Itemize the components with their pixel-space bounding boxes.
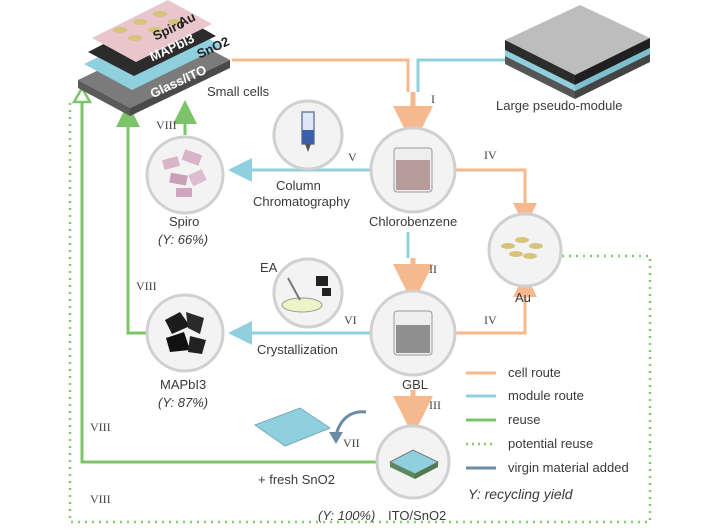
mapbi3-yield: (Y: 87%) — [158, 395, 209, 410]
chlorobenzene-label: Chlorobenzene — [369, 214, 458, 229]
column-label: Column — [276, 178, 321, 193]
large-module-device — [505, 5, 650, 99]
large-module-label: Large pseudo-module — [496, 98, 623, 113]
small-cells-label: Small cells — [207, 84, 270, 99]
chromatography-label: Chromatography — [253, 194, 350, 209]
legend-potential-reuse: potential reuse — [508, 436, 594, 451]
crystallization-label: Crystallization — [257, 342, 338, 357]
ito-yield: (Y: 100%) — [318, 508, 376, 523]
small-cell-device — [78, 0, 230, 116]
module-route-large-module — [416, 58, 505, 92]
chlorobenzene-node — [369, 126, 457, 214]
step-II: II — [429, 262, 437, 276]
spiro-node — [145, 135, 225, 215]
step-VIII-mapbi3: VIII — [136, 279, 157, 293]
legend-virgin-material: virgin material added — [508, 460, 629, 475]
legend-note: Y: recycling yield — [468, 486, 573, 502]
step-IV-bottom: IV — [484, 313, 497, 327]
step-VIII-ito: VIII — [90, 420, 111, 434]
step-VI: VI — [344, 313, 357, 327]
spiro-yield: (Y: 66%) — [158, 232, 209, 247]
reuse-ito — [80, 100, 378, 464]
legend-reuse: reuse — [508, 412, 541, 427]
au-node — [487, 212, 563, 288]
step-IV-arrow-bottom — [455, 273, 537, 335]
reuse-ito-head — [71, 85, 93, 104]
cell-route-small-cells — [232, 58, 410, 92]
reuse-mapbi3 — [116, 103, 150, 335]
mapbi3-label: MAPbI3 — [160, 377, 207, 392]
ea-label: EA — [260, 260, 278, 275]
crystallization-node — [272, 257, 344, 329]
step-VIII-potential: VIII — [90, 492, 111, 506]
step-VII: VII — [343, 436, 360, 450]
virgin-material-arrow — [334, 410, 367, 436]
legend-cell-route: cell route — [508, 365, 561, 380]
step-I: I — [431, 92, 435, 106]
step-IV-top: IV — [484, 148, 497, 162]
gbl-node — [369, 289, 457, 377]
step-IV-arrow-top — [455, 168, 537, 227]
gbl-label: GBL — [402, 377, 429, 392]
fresh-sno2-label: + fresh SnO2 — [258, 472, 335, 487]
legend-module-route: module route — [508, 388, 584, 403]
fresh-sno2-sheet — [253, 407, 332, 447]
ito-sno2-node — [375, 424, 451, 500]
step-III: III — [429, 398, 441, 412]
au-label: Au — [515, 290, 531, 305]
mapbi3-node — [145, 293, 225, 373]
step-VIII-spiro: VIII — [156, 118, 177, 132]
ito-sno2-label: ITO/SnO2 — [388, 508, 447, 523]
spiro-label: Spiro — [169, 214, 200, 229]
step-V: V — [348, 150, 357, 164]
column-node — [272, 99, 344, 171]
